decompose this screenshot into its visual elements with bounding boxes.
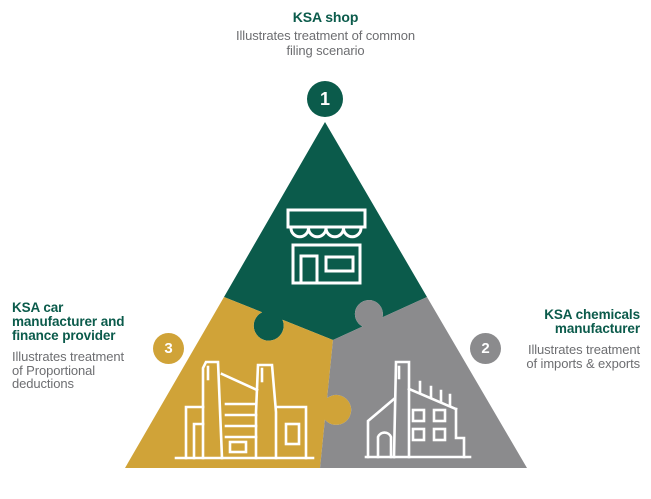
factory-icon bbox=[364, 360, 472, 459]
scenario-desc-line: of imports & exports bbox=[526, 355, 640, 371]
scenario-desc-line: Illustrates treatment bbox=[527, 342, 640, 357]
scenario-desc-line: Illustrates treatment of common bbox=[236, 28, 415, 43]
scenario-title-line: KSA shop bbox=[292, 9, 359, 25]
scenario-title-line: manufacturer bbox=[554, 321, 640, 336]
scenario-title-line: finance provider bbox=[12, 328, 116, 343]
step-badge-1: 1 bbox=[307, 81, 343, 117]
shop-icon bbox=[286, 208, 367, 285]
scenario-desc-line: Illustrates treatment bbox=[12, 349, 125, 364]
label-ksa-car-manufacturer: KSA car manufacturer and finance provide… bbox=[12, 301, 162, 391]
label-ksa-chemicals-manufacturer: KSA chemicals manufacturer Illustrates t… bbox=[480, 308, 640, 370]
factory-icon bbox=[174, 360, 315, 460]
scenario-title-line: KSA car bbox=[12, 300, 64, 315]
scenario-title-line: manufacturer and bbox=[12, 314, 125, 329]
step-badge-3: 3 bbox=[153, 333, 184, 364]
label-ksa-shop: KSA shop Illustrates treatment of common… bbox=[0, 10, 651, 58]
step-badge-2: 2 bbox=[470, 333, 501, 364]
puzzle-piece-right-gray bbox=[320, 297, 527, 468]
scenario-desc-line: deductions bbox=[12, 376, 74, 391]
scenario-desc-line: of Proportional bbox=[12, 362, 96, 378]
scenario-desc-line: filing scenario bbox=[286, 43, 365, 58]
scenario-title-line: KSA chemicals bbox=[544, 307, 640, 322]
